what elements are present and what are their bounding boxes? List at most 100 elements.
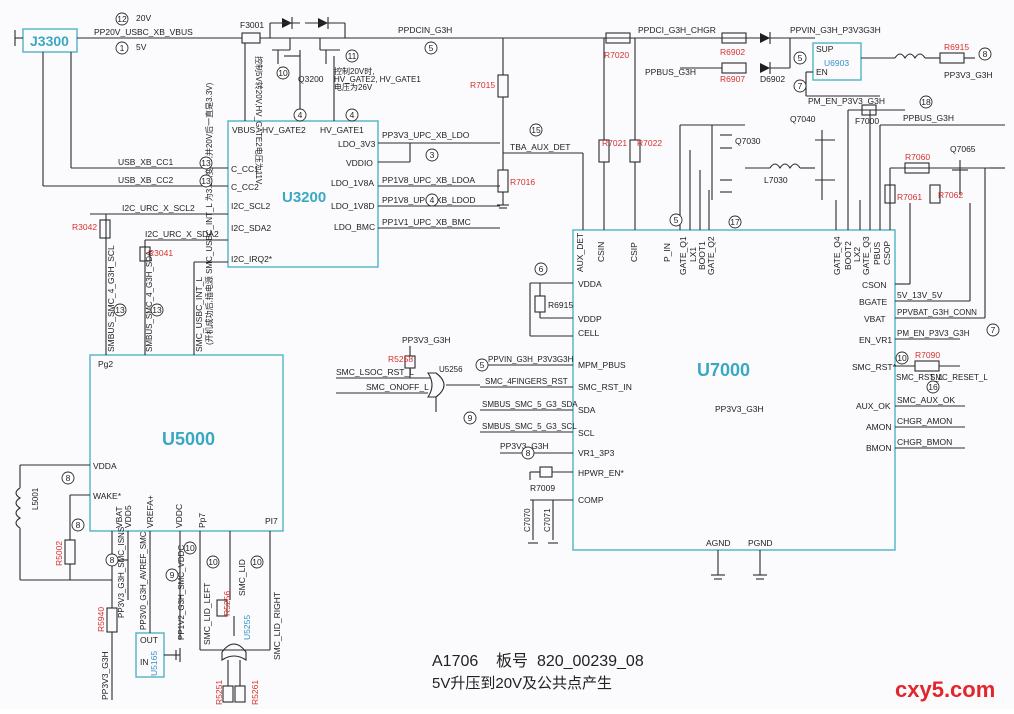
r7015-label: R7015 bbox=[470, 80, 495, 90]
circle-3b: 4 bbox=[345, 108, 359, 122]
smc-reset-l-net: SMC_RESET_L bbox=[930, 373, 988, 382]
u3200-vddio-pin: VDDIO bbox=[346, 158, 373, 168]
r7020-label: R7020 bbox=[604, 50, 629, 60]
r7021-label: R7021 bbox=[602, 138, 627, 148]
circle-6a: 7 bbox=[793, 79, 807, 93]
ppvin-small-net: PPVIN_G3H_P3V3G3H bbox=[488, 355, 574, 364]
smc-lid-right-net: SMC_LID_RIGHT bbox=[272, 592, 282, 660]
u5000-vdda-pin: VDDA bbox=[93, 461, 117, 471]
svg-text:5: 5 bbox=[429, 43, 434, 53]
circle-8: 9 bbox=[463, 411, 477, 425]
r7009-label: R7009 bbox=[530, 483, 555, 493]
u7000-box bbox=[572, 229, 896, 551]
pp3v3-upc-net: PP3V3_UPC_XB_LDO bbox=[382, 130, 470, 140]
svg-text:18: 18 bbox=[921, 97, 931, 107]
smc-4fingers-net: SMC_4FINGERS_RST bbox=[485, 377, 568, 386]
u3200-box bbox=[227, 120, 379, 268]
r7009-resistor bbox=[539, 466, 553, 478]
circle-7d: 8 bbox=[71, 518, 85, 532]
r3042-label: R3042 bbox=[72, 222, 97, 232]
u5000-vrefa-pin: VREFA+ bbox=[145, 495, 155, 528]
u3200-cc1-pin: C_CC1 bbox=[231, 164, 259, 174]
circle-7c: 8 bbox=[61, 471, 75, 485]
fuse-f3001 bbox=[241, 32, 261, 44]
q7040-label: Q7040 bbox=[790, 114, 816, 124]
smc-lsoc-net: SMC_LSOC_RST_L bbox=[336, 367, 414, 377]
smbus5-scl-net: SMBUS_SMC_5_G3_SCL bbox=[482, 422, 577, 431]
pp3v3-top-net: PP3V3_G3H bbox=[944, 70, 993, 80]
u7000-label: U7000 bbox=[697, 360, 750, 380]
r6915-label: R6915 bbox=[548, 300, 573, 310]
circle-4b: 5 bbox=[793, 51, 807, 65]
u3200-ldo1v8a-pin: LDO_1V8A bbox=[331, 178, 374, 188]
u7000-gateq2-pin: GATE_Q2 bbox=[706, 236, 716, 275]
u7000-scl-pin: SCL bbox=[578, 428, 595, 438]
r7015-resistor bbox=[497, 74, 509, 98]
circle-12: 12 bbox=[115, 12, 129, 26]
r5261-resistor bbox=[234, 685, 246, 703]
r6915-resistor bbox=[534, 295, 546, 313]
pp1v1-bmc-net: PP1V1_UPC_XB_BMC bbox=[382, 217, 471, 227]
svg-text:8: 8 bbox=[110, 555, 115, 565]
svg-text:8: 8 bbox=[526, 448, 531, 458]
smbus5-sda-net: SMBUS_SMC_5_G3_SDA bbox=[482, 400, 578, 409]
tba-aux-net: TBA_AUX_DET bbox=[510, 142, 570, 152]
smc-rst-l-net: SMC_RST_L bbox=[896, 373, 944, 382]
ppbus-g3h-net-1: PPBUS_G3H bbox=[645, 67, 696, 77]
u7000-comp-pin: COMP bbox=[578, 495, 604, 505]
u7000-cell-pin: CELL bbox=[578, 328, 600, 338]
r7022-label: R7022 bbox=[637, 138, 662, 148]
u3200-hvgate1-pin: HV_GATE1 bbox=[320, 125, 364, 135]
svg-text:3: 3 bbox=[430, 150, 435, 160]
u3200-ldobmc-pin: LDO_BMC bbox=[334, 222, 375, 232]
u5256-gate bbox=[426, 372, 445, 398]
smc-aux-ok-net: SMC_AUX_OK bbox=[897, 395, 955, 405]
r7060-resistor bbox=[904, 162, 930, 174]
r5251-label: R5251 bbox=[214, 680, 224, 705]
r5940-label: R5940 bbox=[96, 607, 106, 632]
r6907-resistor bbox=[721, 62, 747, 74]
usb-cc1-net: USB_XB_CC1 bbox=[118, 157, 174, 167]
u7000-pbus-pin: PBUS bbox=[872, 242, 882, 265]
u3200-cc2-pin: C_CC2 bbox=[231, 182, 259, 192]
circle-9a: 10 bbox=[895, 351, 909, 365]
r6907-label: R6907 bbox=[720, 74, 745, 84]
c7071-label: C7071 bbox=[543, 508, 552, 532]
inductor-l7030 bbox=[769, 163, 801, 170]
u5255-gate bbox=[221, 643, 247, 662]
u7000-csop-pin: CSOP bbox=[882, 241, 892, 265]
svg-text:13: 13 bbox=[115, 305, 125, 315]
u7000-lx2-pin: LX2 bbox=[852, 247, 862, 262]
u7000-csin-pin: CSIN bbox=[596, 242, 606, 262]
board-title: A1706 板号 820_00239_08 bbox=[432, 652, 644, 670]
circle-14: 11 bbox=[345, 49, 359, 63]
u5000-pg2-pin: Pg2 bbox=[98, 359, 113, 369]
f3001-label: F3001 bbox=[240, 20, 264, 30]
svg-text:8: 8 bbox=[76, 520, 81, 530]
u7000-vddp-pin: VDDP bbox=[578, 314, 602, 324]
r7020-resistor bbox=[605, 32, 631, 44]
svg-text:7: 7 bbox=[991, 325, 996, 335]
r7060-label: R7060 bbox=[905, 152, 930, 162]
u7000-vr1-pin: VR1_3P3 bbox=[578, 448, 615, 458]
pp3v3-smc-isns-net: PP3V3_G3H_SMC_ISNS bbox=[117, 527, 126, 618]
circle-7e: 8 bbox=[105, 553, 119, 567]
r5256-label: R5256 bbox=[222, 591, 232, 616]
site-logo: cxy5.com bbox=[895, 677, 995, 702]
r5251-resistor bbox=[222, 685, 234, 703]
svg-text:4: 4 bbox=[350, 110, 355, 120]
r7061-label: R7061 bbox=[897, 192, 922, 202]
circle-5: 6 bbox=[534, 262, 548, 276]
u3200-scl2-pin: I2C_SCL2 bbox=[231, 201, 270, 211]
smc-note: (开机成功后,插电源 SMC_USBC_INT_L 为3.3V,变6V,并20V… bbox=[204, 82, 214, 345]
u3200-vbus-pin: VBUS bbox=[232, 125, 255, 135]
in-pin: IN bbox=[140, 657, 149, 667]
svg-text:4: 4 bbox=[298, 110, 303, 120]
smc-usbc-int-net: SMC_USBC_INT_L bbox=[194, 277, 204, 352]
u7000-csip-pin: CSIP bbox=[629, 242, 639, 262]
svg-text:9: 9 bbox=[170, 570, 175, 580]
chgr-amon-net: CHGR_AMON bbox=[897, 416, 952, 426]
note-14-2: HV_GATE2, HV_GATE1 bbox=[334, 75, 421, 84]
circle-10b: 13 bbox=[150, 303, 164, 317]
